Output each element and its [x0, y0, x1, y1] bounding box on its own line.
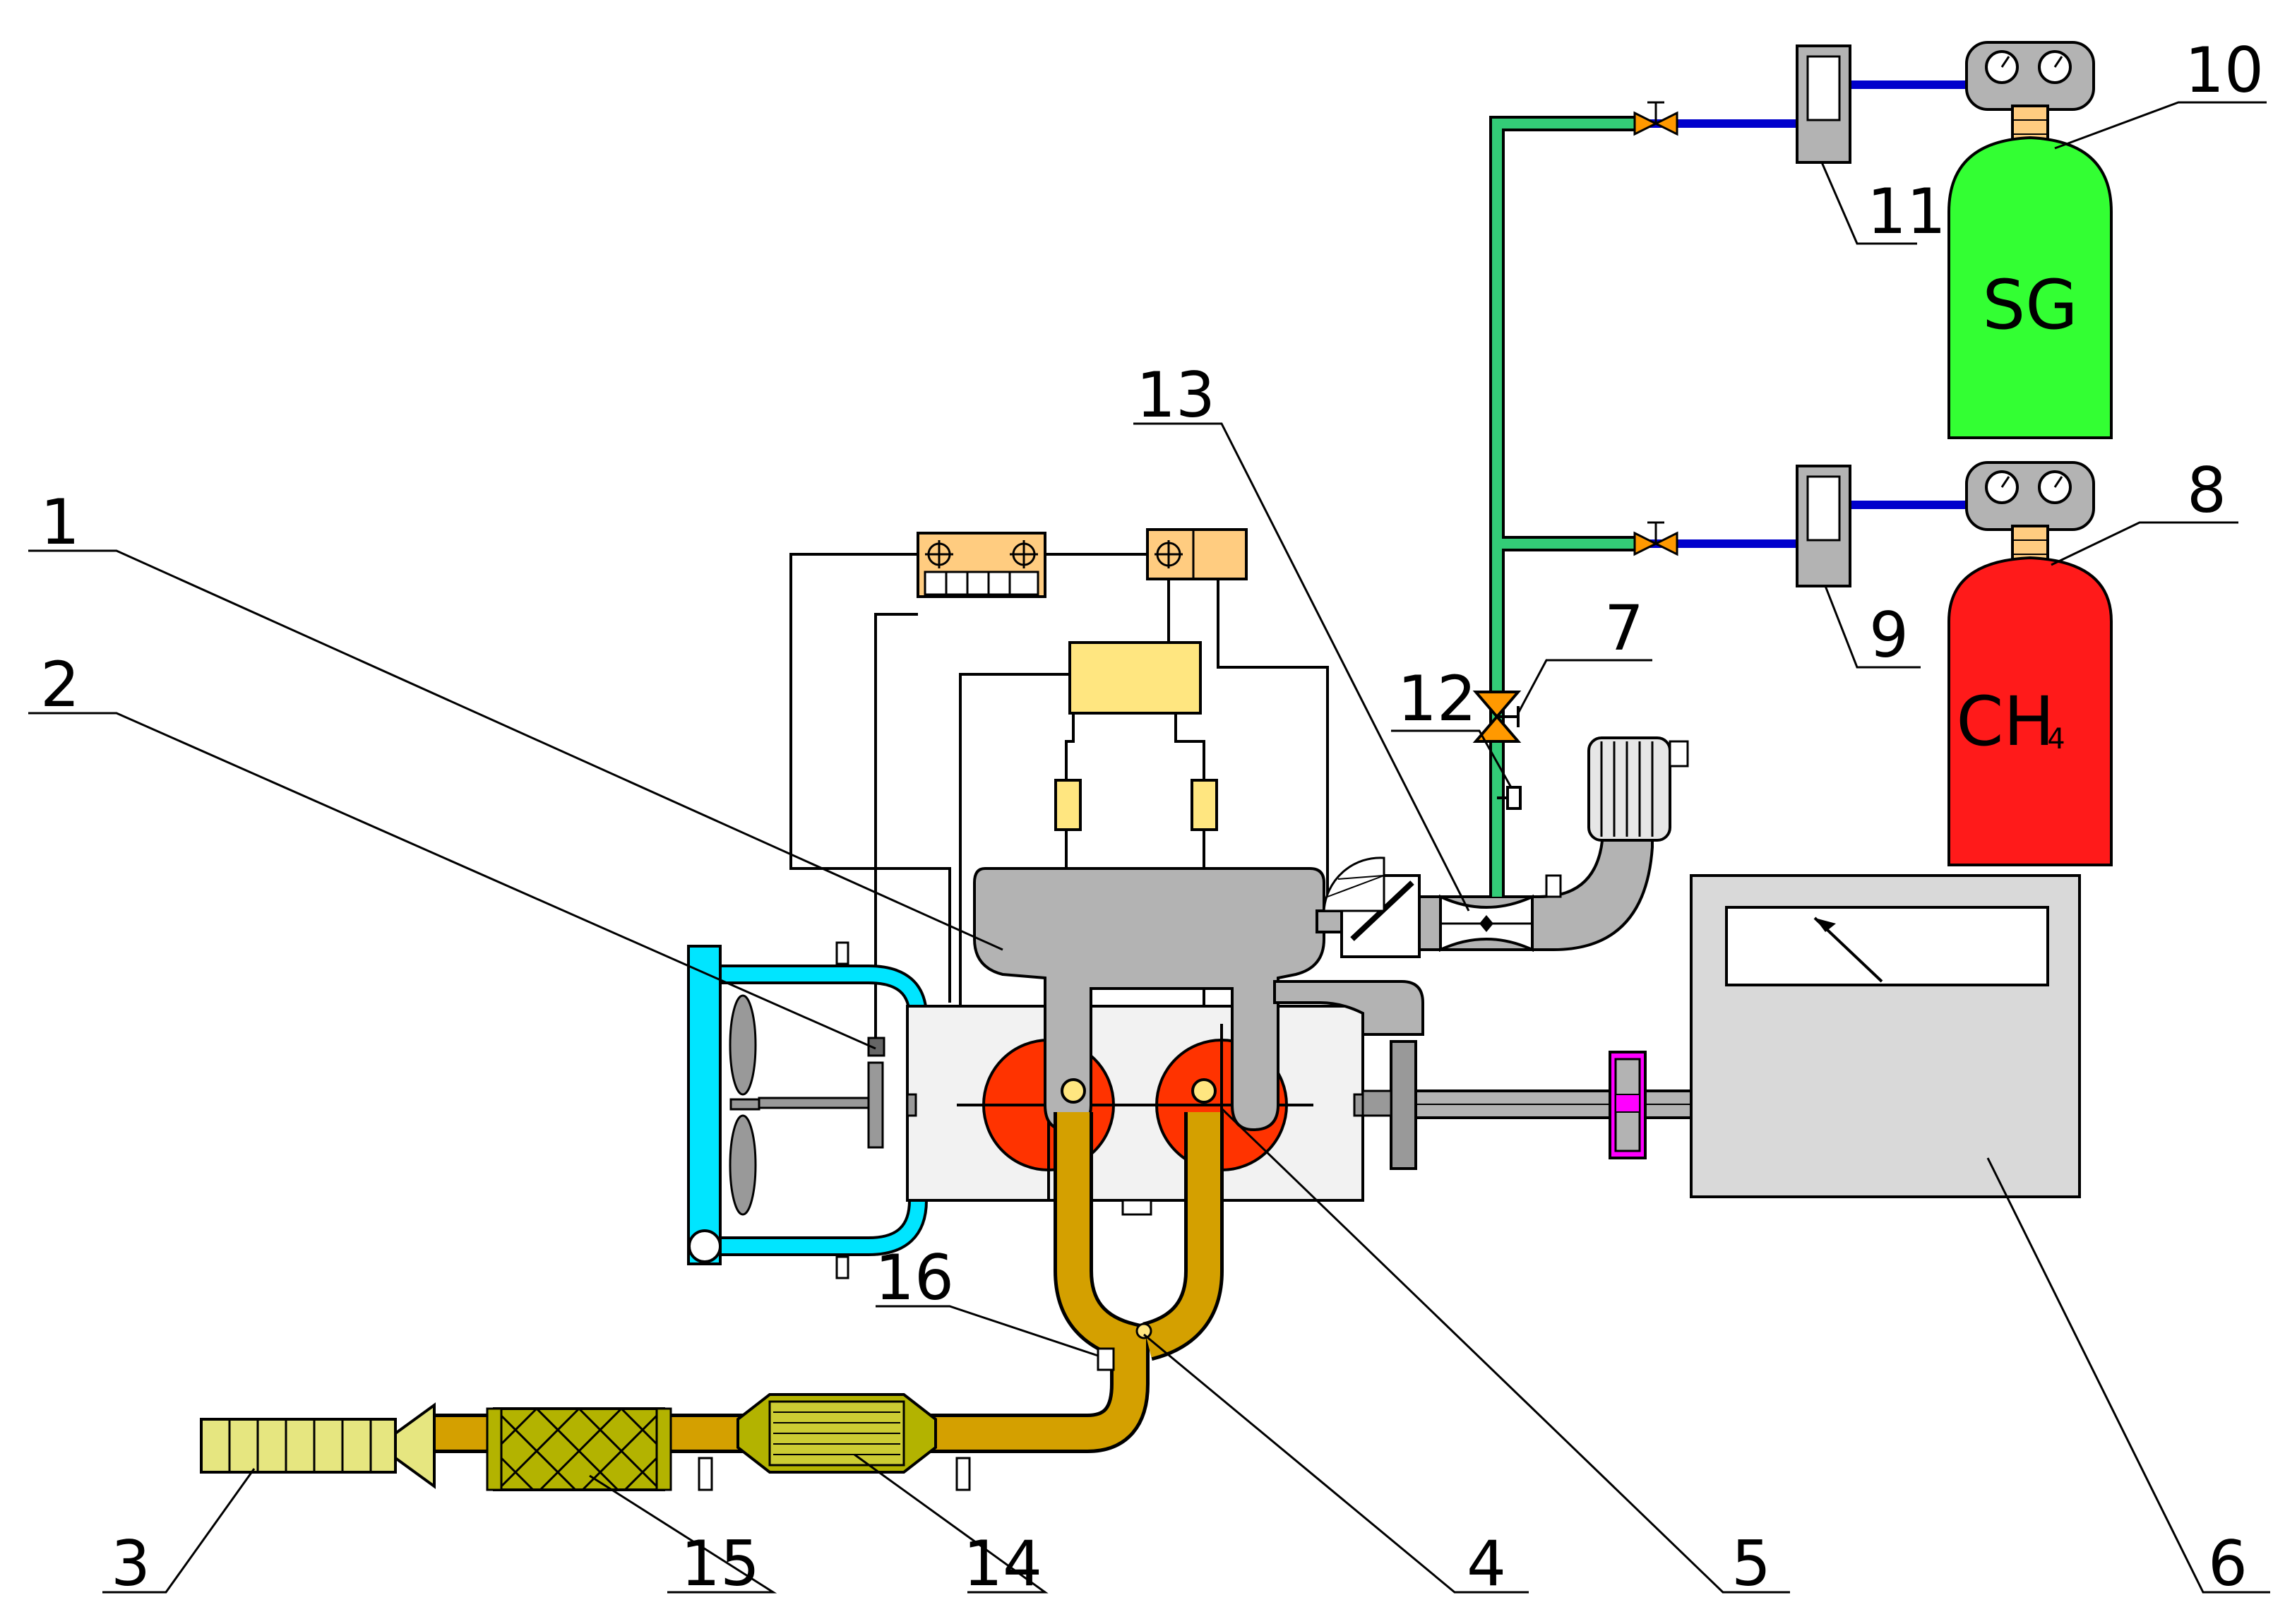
throttle-body — [1316, 856, 1421, 958]
label-1: 1 — [40, 486, 80, 559]
flywheel — [1361, 1040, 1417, 1170]
callout-labels: 1 2 3 4 5 6 7 8 9 10 11 12 13 14 15 16 — [40, 34, 2264, 1600]
ch4-supply-line — [1633, 501, 1974, 556]
label-7: 7 — [1604, 592, 1644, 664]
shaft-coupling — [1609, 1051, 1647, 1159]
ch4-cylinder-subscript: 4 — [2047, 723, 2065, 756]
label-4: 4 — [1467, 1527, 1506, 1600]
muffler — [200, 1402, 436, 1489]
sg-gas-cylinder: SG — [1947, 136, 2113, 439]
sg-supply-line — [1633, 80, 1974, 136]
controller-unit — [917, 532, 1046, 598]
ch4-pressure-regulator — [1965, 461, 2095, 573]
exhaust-system — [424, 1078, 1224, 1491]
engine-mount — [1273, 980, 1424, 1036]
label-6: 6 — [2208, 1527, 2248, 1600]
gas-pressure-sensor — [1497, 786, 1522, 810]
label-15: 15 — [681, 1527, 760, 1600]
intake-manifold — [973, 867, 1325, 1132]
main-gas-valve — [1472, 691, 1522, 743]
label-10: 10 — [2185, 34, 2264, 107]
ignition-coil-right — [1191, 779, 1218, 831]
label-13: 13 — [1136, 359, 1215, 431]
label-14: 14 — [963, 1527, 1042, 1600]
intake-pipe-air-filter — [1418, 736, 1689, 951]
sg-pressure-regulator — [1965, 41, 2095, 153]
ch4-flowmeter — [1796, 465, 1851, 587]
label-9: 9 — [1869, 599, 1909, 671]
sensor-box — [1146, 528, 1248, 580]
label-11: 11 — [1867, 175, 1946, 248]
gas-intake-line — [1489, 116, 1635, 897]
label-12: 12 — [1397, 662, 1476, 735]
label-16: 16 — [875, 1241, 954, 1314]
engine-block — [906, 1005, 1364, 1202]
flexible-pipe — [486, 1407, 672, 1491]
gas-mixer — [1439, 894, 1534, 953]
sg-flowmeter — [1796, 44, 1851, 164]
leader-lines — [28, 101, 2270, 1594]
label-2: 2 — [40, 648, 80, 721]
sg-cylinder-name: SG — [1982, 265, 2077, 345]
label-5: 5 — [1731, 1527, 1771, 1600]
ch4-cylinder-name: CH — [1956, 682, 2054, 761]
dynamometer — [1690, 874, 2081, 1198]
catalytic-converter — [736, 1393, 937, 1474]
label-8: 8 — [2187, 454, 2226, 527]
label-3: 3 — [111, 1527, 150, 1600]
ch4-gas-cylinder: CH 4 — [1947, 556, 2113, 866]
ignition-module — [1068, 641, 1202, 715]
drive-shaft — [1414, 1089, 1693, 1119]
ignition-coil-left — [1054, 779, 1082, 831]
cooling-system — [687, 941, 928, 1279]
